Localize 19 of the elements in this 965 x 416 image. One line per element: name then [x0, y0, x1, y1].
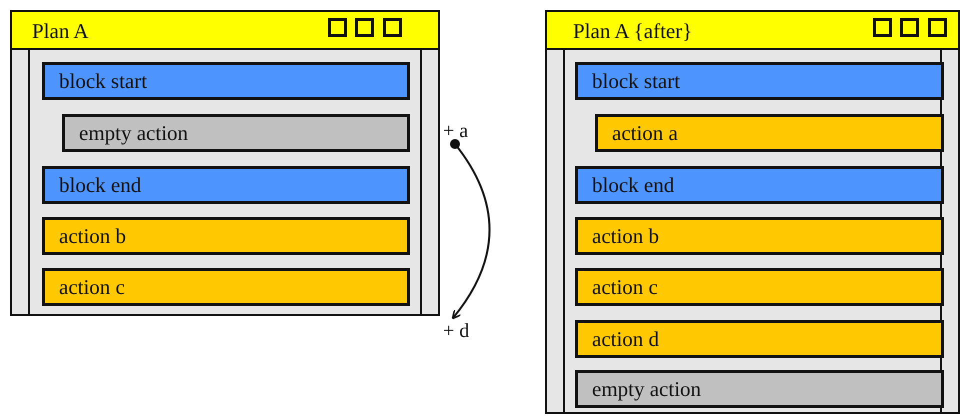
action-block: block start — [575, 62, 944, 100]
action-block: action b — [575, 217, 944, 255]
action-block: action c — [42, 268, 410, 306]
change-label: + a — [443, 120, 468, 142]
window-frame — [545, 10, 960, 414]
window-title: Plan A — [32, 19, 89, 43]
action-block: action b — [42, 217, 410, 255]
action-block: action d — [575, 320, 944, 358]
action-block: action c — [575, 268, 944, 306]
action-block: block end — [575, 166, 944, 204]
window-title: Plan A {after} — [573, 19, 692, 43]
action-block: empty action — [62, 114, 410, 152]
action-block: action a — [595, 114, 944, 152]
action-block: empty action — [575, 370, 944, 408]
change-label: + d — [443, 320, 470, 342]
window-frame — [10, 10, 440, 316]
action-block: block start — [42, 62, 410, 100]
action-block: block end — [42, 166, 410, 204]
curved-arrow — [450, 139, 490, 320]
